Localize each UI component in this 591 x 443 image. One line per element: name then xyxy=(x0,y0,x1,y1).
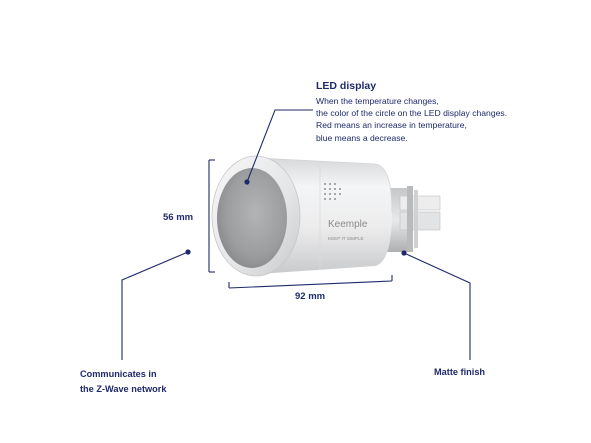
led-lens xyxy=(217,168,287,268)
brand-name: Keemple xyxy=(328,219,368,230)
width-dimension-bracket xyxy=(228,275,393,289)
led-desc-line: When the temperature changes, xyxy=(316,96,439,106)
led-desc-line: blue means a decrease. xyxy=(316,132,408,143)
led-display-description: When the temperature changes, the color … xyxy=(316,95,507,144)
led-display-title: LED display xyxy=(316,80,377,92)
height-dimension-bracket xyxy=(208,159,215,273)
width-dimension-label: 92 mm xyxy=(295,291,326,302)
led-callout-line xyxy=(246,109,313,183)
speaker-dots xyxy=(324,183,341,200)
height-dimension-label: 56 mm xyxy=(163,212,194,223)
led-desc-line: the color of the circle on the LED displ… xyxy=(316,108,508,119)
matte-callout-line xyxy=(401,250,471,360)
zwave-callout-line xyxy=(121,249,191,360)
zwave-callout-label: Communicates in the Z-Wave network xyxy=(80,367,166,397)
brand-tagline: KEEP IT SIMPLE xyxy=(328,236,364,241)
zwave-label-line: the Z-Wave network xyxy=(80,384,167,394)
zwave-label-line: Communicates in xyxy=(80,369,157,379)
led-desc-line: Red means an increase in temperature, xyxy=(316,120,467,131)
matte-finish-label: Matte finish xyxy=(434,367,486,377)
